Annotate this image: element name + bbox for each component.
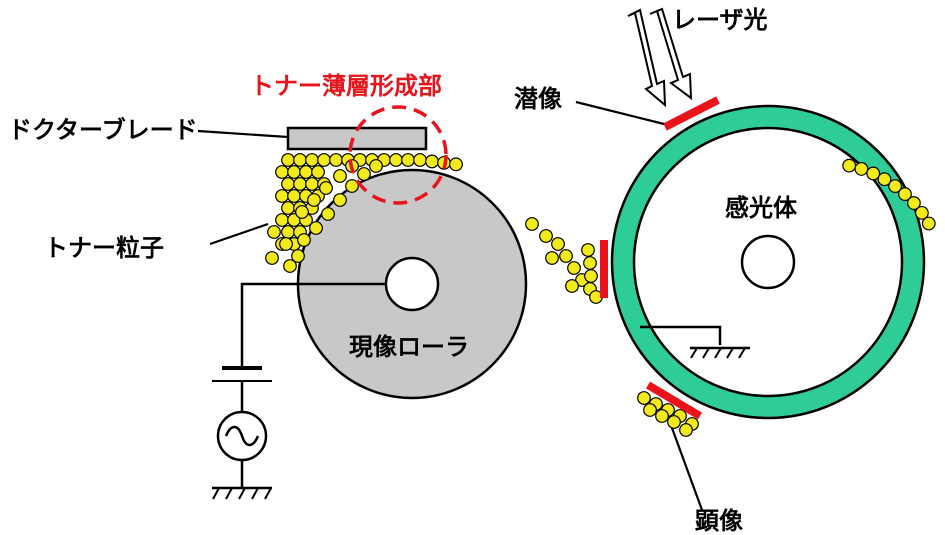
toner-particles-label: トナー粒子: [44, 234, 164, 262]
toner-particle: [275, 213, 289, 227]
toner-particle: [329, 153, 343, 167]
toner-particle: [679, 423, 693, 437]
toner-particle: [281, 153, 295, 167]
toner-particle: [309, 221, 323, 235]
photoconductor-ground: [640, 325, 750, 359]
toner-particle: [921, 216, 936, 231]
toner-particle: [565, 279, 579, 293]
toner-particle: [293, 177, 307, 191]
toner-particle: [854, 162, 869, 176]
toner-particle: [333, 169, 347, 183]
toner-particle: [888, 179, 903, 194]
toner-particle: [291, 249, 305, 263]
laser-arrow-icon: [627, 7, 693, 108]
visible-image-label: 顕像: [695, 507, 743, 535]
toner-particle: [667, 415, 681, 429]
toner-particle-leader: [209, 222, 269, 246]
toner-particle: [305, 177, 319, 191]
toner-particle: [333, 193, 347, 207]
ground-icon: [212, 487, 272, 500]
toner-particle: [413, 153, 427, 167]
visible-image-leader: [670, 427, 704, 511]
toner-particle: [287, 165, 301, 179]
toner-particle: [643, 403, 657, 417]
toner-particle: [283, 259, 297, 273]
toner-particle: [866, 166, 881, 181]
toner-particle: [369, 159, 383, 173]
latent-image-label: 潜像: [514, 85, 562, 113]
toner-particle: [275, 165, 289, 179]
toner-particle: [539, 229, 553, 243]
photoconductor-drum: [610, 104, 926, 420]
toner-particle: [307, 193, 321, 207]
toner-particle: [297, 233, 311, 247]
toner-particle: [267, 225, 281, 239]
bias-circuit: [212, 282, 386, 500]
ground-icon: [690, 347, 746, 359]
toner-particle: [551, 237, 565, 251]
toner-particle: [559, 249, 573, 263]
toner-particle: [581, 243, 595, 257]
toner-particle: [295, 205, 309, 219]
doctor-blade-leader: [197, 129, 289, 139]
toner-particle: [265, 251, 279, 265]
thin-layer-zone-circle: [348, 105, 448, 205]
laser-light-label: レーザ光: [672, 6, 768, 34]
toner-particle: [319, 181, 333, 195]
toner-particle: [287, 189, 301, 203]
toner-particle: [357, 167, 371, 181]
toner-particle: [425, 154, 439, 169]
photoconductor-label: 感光体: [725, 194, 797, 222]
toner-particle: [842, 158, 857, 173]
developing-roller-shaft: [384, 256, 440, 312]
developing-roller-label: 現像ローラ: [349, 333, 469, 361]
toner-particle: [293, 153, 307, 167]
toner-particle: [449, 157, 463, 172]
ac-source-icon: [216, 410, 268, 462]
toner-particle: [275, 189, 289, 203]
toner-particle: [281, 201, 295, 215]
toner-particle: [655, 409, 669, 423]
toner-particle: [279, 237, 293, 251]
toner-particle: [525, 217, 539, 231]
toner-particle: [584, 269, 598, 283]
toner-particle: [281, 225, 295, 239]
leader-lines: [197, 100, 704, 511]
toner-particle: [637, 391, 651, 405]
doctor-blade: [286, 126, 428, 151]
toner-particle: [907, 196, 921, 210]
toner-particle: [345, 179, 359, 193]
photoconductor-shaft: [740, 234, 796, 290]
toner-particle: [545, 251, 559, 265]
toner-particle: [401, 153, 415, 167]
toner-particle: [317, 153, 331, 167]
latent-image-leader: [575, 100, 665, 126]
toner-particle: [321, 207, 335, 221]
image-marks: [600, 96, 720, 420]
toner-particle: [299, 165, 313, 179]
toner-particle: [914, 205, 929, 220]
thin-layer-label: トナー薄層形成部: [250, 72, 442, 100]
toner-particle-layer: [265, 153, 936, 437]
doctor-blade-label: ドクターブレード: [8, 116, 198, 144]
toner-particle: [281, 177, 295, 191]
toner-particle: [877, 172, 892, 187]
visible-image-mark: [645, 381, 703, 420]
toner-particle: [583, 256, 597, 270]
toner-particle: [305, 153, 319, 167]
toner-particle: [311, 165, 325, 179]
toner-particle: [567, 261, 581, 275]
latent-image-mark: [663, 96, 720, 131]
toner-particle: [389, 153, 403, 167]
toner-particle: [898, 187, 912, 201]
